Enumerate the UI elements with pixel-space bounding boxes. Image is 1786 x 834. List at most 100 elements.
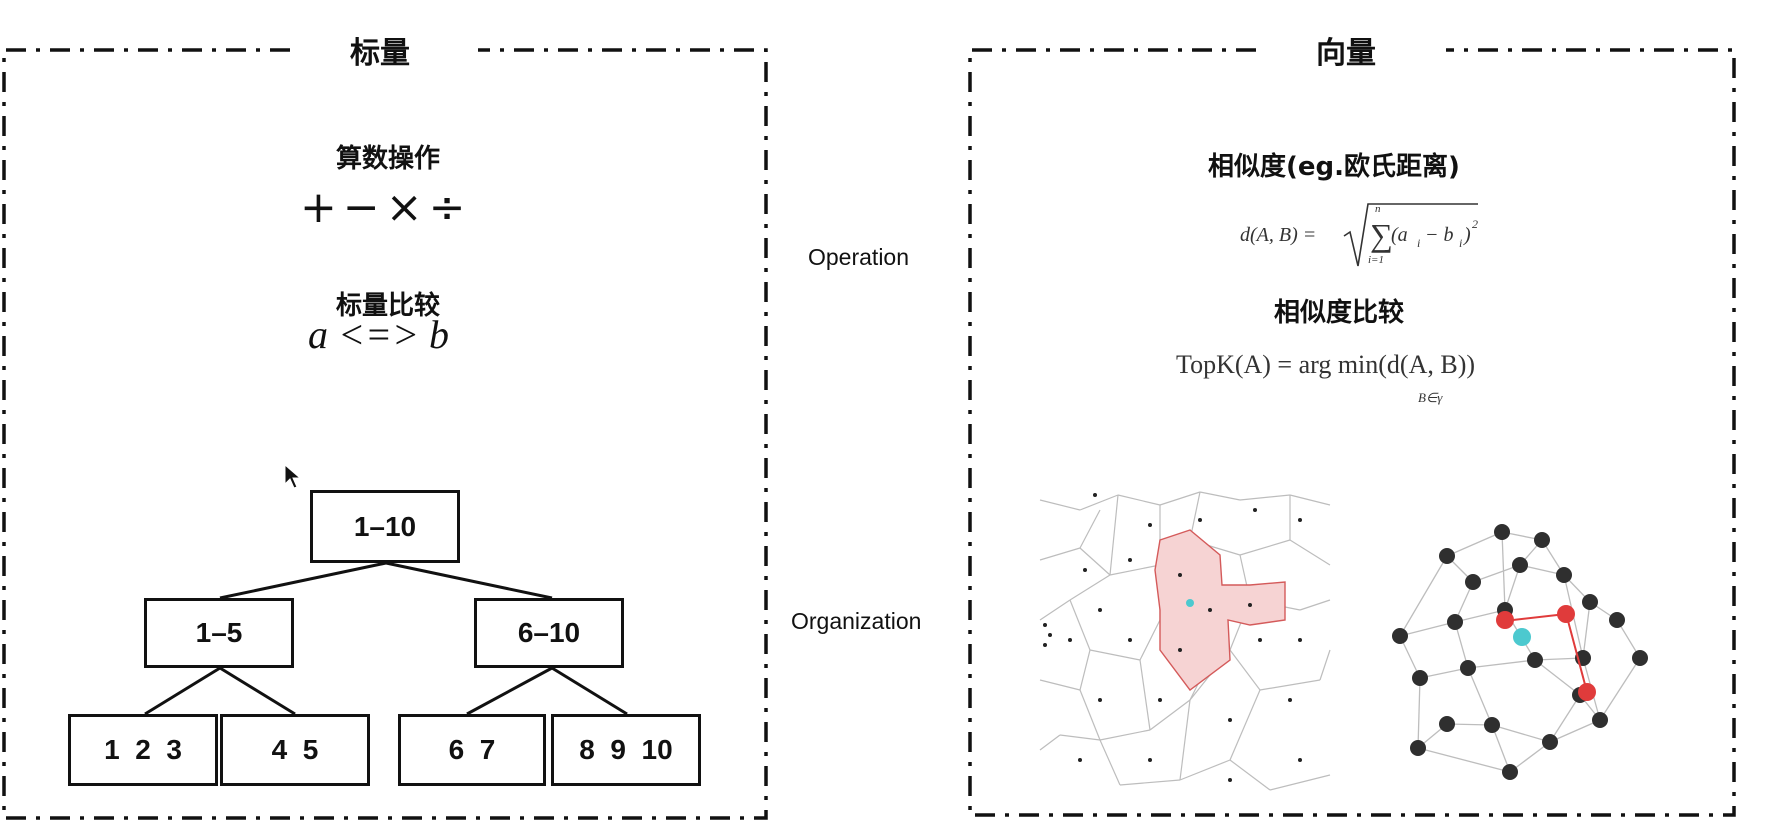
graph-node [1460, 660, 1476, 676]
voronoi-edge [1299, 599, 1331, 611]
graph-edge [1467, 667, 1493, 726]
voronoi-edge [1079, 509, 1101, 549]
voronoi-edge [1269, 774, 1331, 791]
proximity-graph-illustration [1392, 524, 1648, 780]
graph-node [1556, 567, 1572, 583]
voronoi-edge [1139, 619, 1161, 661]
voronoi-site [1253, 508, 1257, 512]
topk-subscript: B∈γ [1418, 390, 1443, 405]
similarity-compare-heading: 相似度比较 [1274, 298, 1405, 328]
voronoi-edge [1199, 491, 1241, 501]
graph-node [1484, 717, 1500, 733]
voronoi-site [1098, 698, 1102, 702]
arithmetic-heading: 算数操作 [336, 144, 441, 174]
distance-formula-body: (a [1391, 224, 1408, 246]
voronoi-site [1258, 638, 1262, 642]
voronoi-edge [1039, 499, 1081, 511]
graph-edge [1399, 621, 1456, 637]
voronoi-site [1228, 778, 1232, 782]
tree-node-left: 1–5 [144, 598, 294, 668]
mouse-cursor-icon [284, 464, 302, 489]
voronoi-site [1048, 633, 1052, 637]
organization-row-label: Organization [791, 608, 922, 634]
distance-formula-tail: − b [1425, 224, 1454, 246]
voronoi-site [1248, 603, 1252, 607]
distance-formula-index-b: i [1459, 236, 1463, 250]
graph-node [1502, 764, 1518, 780]
graph-node [1447, 614, 1463, 630]
voronoi-site [1043, 623, 1047, 627]
voronoi-edge [1239, 494, 1291, 501]
voronoi-edge [1117, 494, 1161, 506]
vector-panel-border [968, 48, 1736, 817]
voronoi-edge [1079, 494, 1119, 511]
voronoi-edge [1039, 599, 1071, 621]
arithmetic-ops: +−×÷ [300, 182, 472, 233]
voronoi-edge [1139, 659, 1151, 731]
topk-formula: TopK(A) = arg min(d(A, B)) [1176, 350, 1476, 379]
sqrt-radical [1343, 203, 1478, 267]
voronoi-site [1043, 643, 1047, 647]
graph-node [1609, 612, 1625, 628]
graph-edge [1534, 659, 1581, 696]
graph-node [1439, 548, 1455, 564]
voronoi-edge [1079, 649, 1091, 691]
voronoi-edge [1229, 759, 1271, 791]
voronoi-edge [1059, 734, 1101, 741]
graph-edge [1501, 531, 1506, 611]
voronoi-site [1148, 523, 1152, 527]
graph-edge [1399, 555, 1448, 637]
graph-node [1494, 524, 1510, 540]
tree-leaf-4: 8 9 10 [551, 714, 701, 786]
voronoi-edge [1229, 649, 1261, 691]
scalar-panel-title: 标量 [336, 28, 424, 72]
graph-node [1410, 740, 1426, 756]
scalar-panel-border [2, 48, 768, 820]
graph-edge [1417, 747, 1511, 773]
voronoi-highlight-region [1154, 529, 1286, 691]
distance-formula-index-a: i [1417, 236, 1421, 250]
voronoi-edge [1119, 779, 1181, 786]
voronoi-edge [1289, 494, 1331, 506]
graph-node [1465, 574, 1481, 590]
distance-formula-close: ) [1464, 224, 1471, 246]
voronoi-site [1198, 518, 1202, 522]
voronoi-site [1128, 558, 1132, 562]
graph-node [1582, 594, 1598, 610]
distance-formula-lhs: d(A, B) = [1240, 224, 1317, 246]
distance-formula-exponent: 2 [1472, 217, 1478, 231]
search-path-node [1557, 605, 1575, 623]
similarity-heading: 相似度(eg.欧氏距离) [1208, 152, 1460, 182]
voronoi-edge [1069, 599, 1091, 651]
graph-edge [1549, 719, 1601, 743]
voronoi-site [1128, 638, 1132, 642]
voronoi-edge [1079, 689, 1101, 741]
summation-sign: ∑ [1370, 217, 1393, 253]
voronoi-edge [1039, 547, 1081, 561]
graph-node [1392, 628, 1408, 644]
compare-expression: a <=> b [308, 312, 449, 357]
voronoi-edge [1109, 494, 1119, 576]
voronoi-edge [1289, 539, 1331, 566]
graph-node [1592, 712, 1608, 728]
voronoi-edge [1259, 679, 1321, 691]
graph-node [1542, 734, 1558, 750]
graph-node [1439, 716, 1455, 732]
voronoi-site [1148, 758, 1152, 762]
voronoi-edge [1109, 564, 1161, 576]
voronoi-edge [1229, 689, 1261, 761]
voronoi-site [1178, 648, 1182, 652]
voronoi-edge [1159, 491, 1201, 506]
voronoi-edge [1179, 759, 1231, 781]
voronoi-edge [1099, 739, 1121, 786]
graph-node [1534, 532, 1550, 548]
graph-edge [1491, 724, 1551, 743]
search-path-node [1496, 611, 1514, 629]
voronoi-edge [1069, 574, 1111, 601]
voronoi-site [1228, 718, 1232, 722]
tree-leaf-2: 4 5 [220, 714, 370, 786]
voronoi-site [1208, 608, 1212, 612]
graph-node [1632, 650, 1648, 666]
search-path-node [1578, 683, 1596, 701]
